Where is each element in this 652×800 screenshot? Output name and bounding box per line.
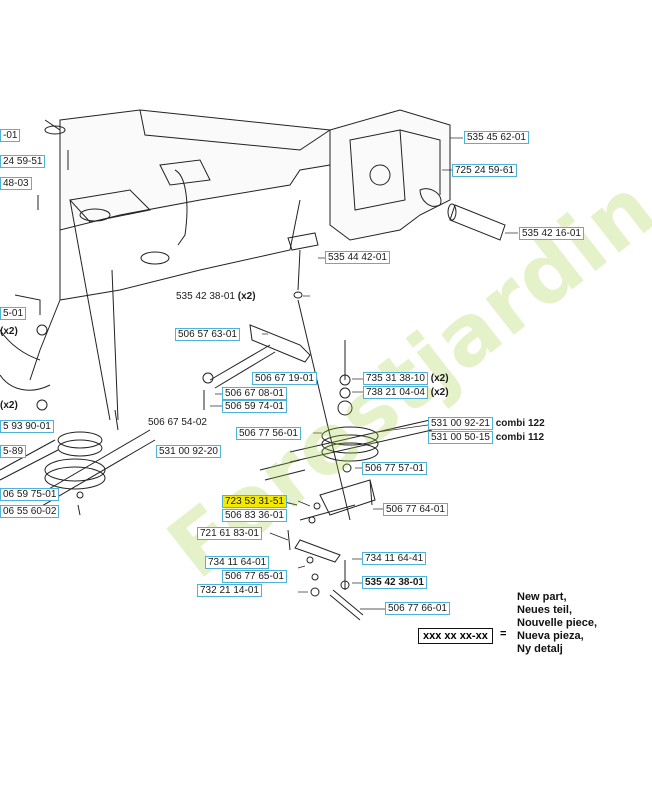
part-label[interactable]: 531 00 92-21 combi 122: [428, 417, 545, 430]
legend-sample-box: xxx xx xx-xx: [418, 628, 493, 644]
part-label[interactable]: 535 42 16-01: [519, 227, 584, 240]
part-label[interactable]: 734 11 64-41: [362, 552, 427, 565]
part-label[interactable]: 5-89: [0, 445, 27, 458]
part-label[interactable]: 735 31 38-10 (x2): [363, 372, 449, 385]
part-label[interactable]: 725 24 59-61: [452, 164, 517, 177]
part-label[interactable]: (x2): [0, 400, 18, 411]
part-label[interactable]: 723 53 31-51: [222, 495, 287, 508]
part-label[interactable]: 506 83 36-01: [222, 509, 287, 522]
legend-line: Nueva pieza,: [517, 630, 584, 642]
part-label[interactable]: 531 00 92-20: [156, 445, 221, 458]
part-label[interactable]: 5-01: [0, 307, 27, 320]
part-label[interactable]: 531 00 50-15 combi 112: [428, 431, 544, 444]
legend-line: Nouvelle piece,: [517, 617, 598, 629]
part-label[interactable]: 506 67 08-01: [222, 387, 287, 400]
legend-equals: =: [500, 628, 507, 640]
part-label[interactable]: 506 77 64-01: [383, 503, 448, 516]
part-label[interactable]: 535 42 38-01: [362, 576, 427, 589]
part-label[interactable]: 535 45 62-01: [464, 131, 529, 144]
part-label[interactable]: 06 59 75-01: [0, 488, 60, 501]
part-label[interactable]: 5 93 90-01: [0, 420, 54, 433]
part-label[interactable]: 732 21 14-01: [197, 584, 262, 597]
part-label[interactable]: 506 77 57-01: [362, 462, 427, 475]
part-label[interactable]: 535 44 42-01: [325, 251, 390, 264]
legend-line: Neues teil,: [517, 604, 573, 616]
part-label[interactable]: 506 57 63-01: [175, 328, 240, 341]
new-part-legend: New part, Neues teil, Nouvelle piece, Nu…: [517, 591, 597, 656]
legend-line: New part,: [517, 591, 567, 603]
part-label[interactable]: 506 77 66-01: [385, 602, 450, 615]
part-label[interactable]: 48-03: [0, 177, 32, 190]
part-label[interactable]: 24 59-51: [0, 155, 46, 168]
part-label[interactable]: -01: [0, 129, 21, 142]
part-label[interactable]: 06 55 60-02: [0, 505, 60, 518]
legend-line: Ny detalj: [517, 643, 563, 655]
part-label[interactable]: 535 42 38-01 (x2): [176, 291, 256, 302]
part-label[interactable]: 506 77 65-01: [222, 570, 287, 583]
part-label[interactable]: 738 21 04-04 (x2): [363, 386, 449, 399]
part-label[interactable]: (x2): [0, 326, 18, 337]
part-label[interactable]: 721 61 83-01: [197, 527, 262, 540]
part-label[interactable]: 506 67 19-01: [252, 372, 317, 385]
part-label[interactable]: 506 77 56-01: [236, 427, 301, 440]
part-label[interactable]: 734 11 64-01: [205, 556, 270, 569]
part-label[interactable]: 506 67 54-02: [148, 417, 207, 428]
part-label[interactable]: 506 59 74-01: [222, 400, 287, 413]
